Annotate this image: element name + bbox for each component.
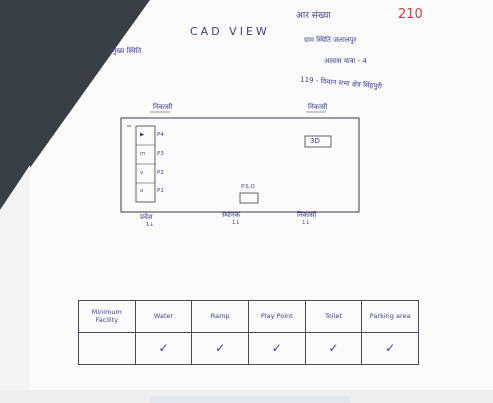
table-header-row: Minimum Facility Water Ramp Play Point T… [78, 300, 419, 333]
check-mark: ✓ [304, 332, 363, 365]
box-label: 3D [310, 137, 320, 145]
label-bottom-right-sub: 1↓ [302, 220, 311, 226]
header-line-left: मुख्य स्थिति [112, 47, 142, 55]
table-header-cell: Toilet [304, 300, 363, 333]
room-label: P1 [157, 188, 164, 194]
header-line-r2: आवास यात्रा - 4 [324, 57, 367, 65]
label-bottom-right: निकासी [297, 211, 317, 219]
facilities-table: Minimum Facility Water Ramp Play Point T… [78, 300, 419, 365]
header-line-top-right: आर संख्या [296, 11, 331, 21]
room-mark: ▶ [140, 132, 145, 138]
label-top-right: निकासी [308, 103, 328, 111]
center-label: P.S.O [241, 184, 255, 190]
header-line-r1: ग्राम स्थिति जलालपुर [304, 36, 357, 44]
check-mark: ✓ [361, 332, 419, 365]
label-bottom-left-sub: 1↓ [146, 222, 155, 228]
label-bottom-left: प्रवेश [140, 213, 153, 221]
header-number: 210 [398, 7, 423, 22]
room-label: P4 [157, 132, 164, 138]
table-cell [78, 332, 136, 365]
label-bottom-mid: स्थानक [222, 211, 241, 219]
label-bottom-mid-sub: 1↓ [232, 220, 241, 226]
table-header-cell: Parking area [361, 300, 419, 333]
room-mark: o [140, 188, 144, 194]
check-mark: ✓ [247, 332, 306, 365]
table-row: ✓ ✓ ✓ ✓ ✓ [78, 332, 419, 365]
check-mark: ✓ [191, 332, 249, 365]
room-mark: v [140, 170, 144, 176]
table-header-cell: Minimum Facility [78, 300, 136, 333]
label-top-left: निकासी [153, 103, 173, 111]
room-label: P2 [157, 170, 164, 176]
room-label: P3 [157, 151, 164, 157]
room-mark: m [140, 151, 146, 157]
page-title: CAD VIEW [190, 25, 270, 38]
check-mark: ✓ [134, 332, 193, 365]
table-header-cell: Ramp [191, 300, 249, 333]
table-header-cell: Water [134, 300, 193, 333]
table-header-cell: Play Point [247, 300, 306, 333]
